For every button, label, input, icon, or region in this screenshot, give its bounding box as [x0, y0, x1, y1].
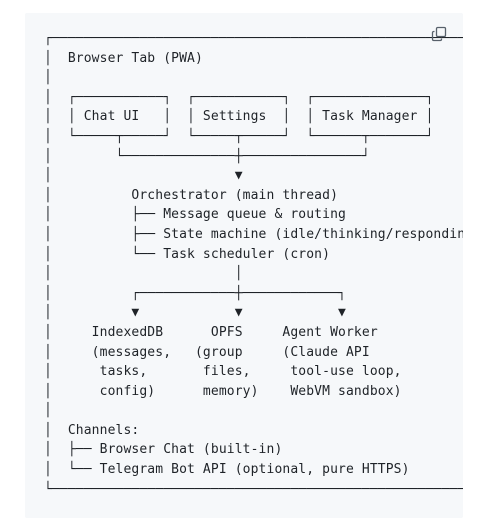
code-block: ┌───────────────────────────────────────… [25, 13, 463, 518]
copy-icon [431, 26, 447, 47]
copy-button[interactable] [430, 26, 448, 47]
ascii-diagram: ┌───────────────────────────────────────… [44, 29, 463, 499]
diagram-text: ┌───────────────────────────────────────… [44, 31, 463, 497]
